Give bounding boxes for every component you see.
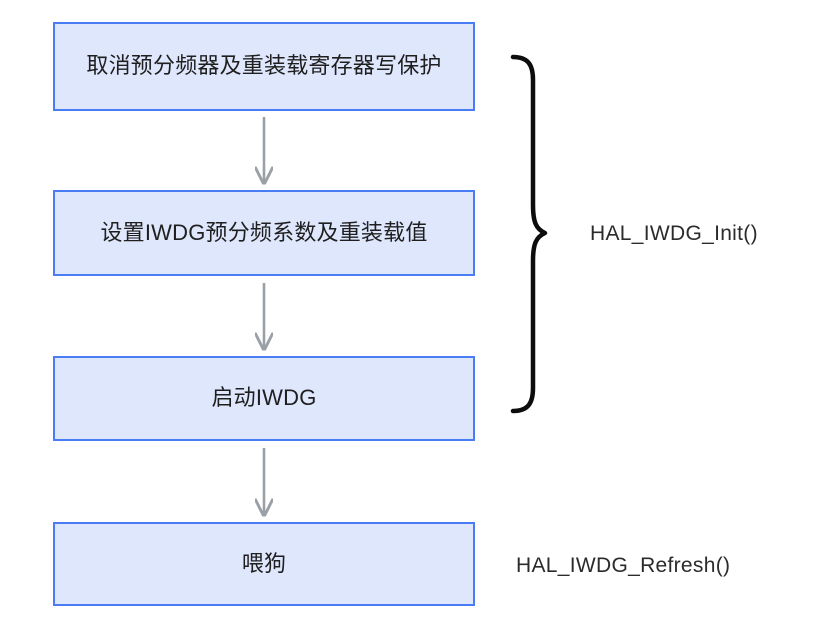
process-node-1[interactable]: 取消预分频器及重装载寄存器写保护 xyxy=(53,22,475,111)
group-label-hal-iwdg-init: HAL_IWDG_Init() xyxy=(590,222,758,245)
process-node-4[interactable]: 喂狗 xyxy=(53,522,475,606)
process-node-1-label: 取消预分频器及重装载寄存器写保护 xyxy=(86,53,442,79)
process-node-2[interactable]: 设置IWDG预分频系数及重装载值 xyxy=(53,190,475,276)
process-node-2-label: 设置IWDG预分频系数及重装载值 xyxy=(100,219,428,245)
curly-brace-icon xyxy=(510,54,548,414)
process-node-3[interactable]: 启动IWDG xyxy=(53,356,475,441)
process-node-4-label: 喂狗 xyxy=(241,550,287,576)
process-node-3-label: 启动IWDG xyxy=(211,385,317,411)
group-label-hal-iwdg-refresh: HAL_IWDG_Refresh() xyxy=(516,554,731,577)
